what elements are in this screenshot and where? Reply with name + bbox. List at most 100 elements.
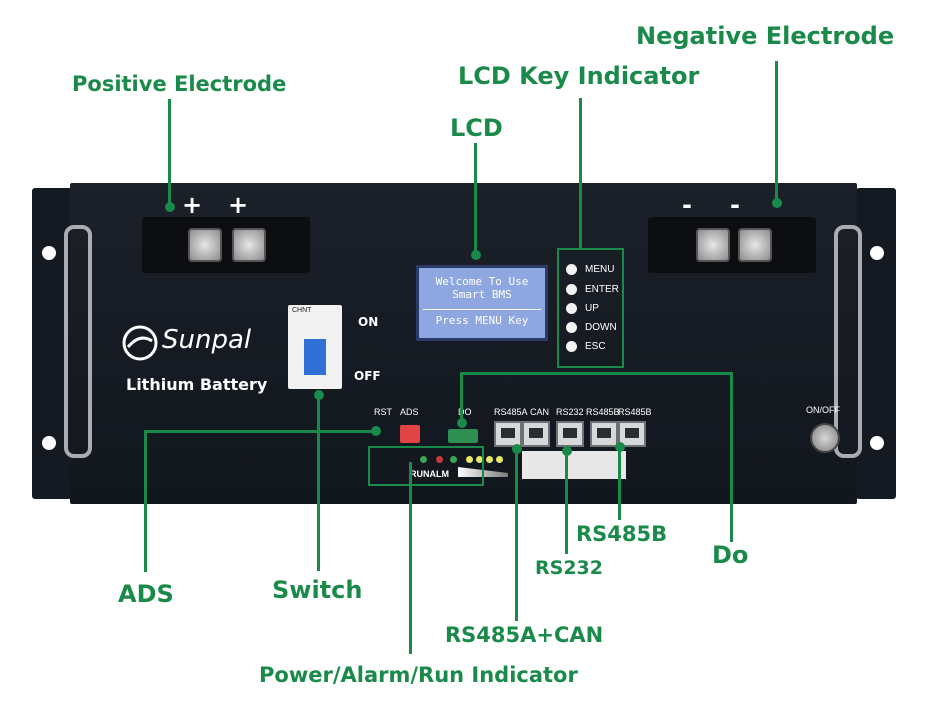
brand-subtitle: Lithium Battery [126, 375, 268, 394]
run-led [450, 456, 457, 463]
ads-dip-switch[interactable] [400, 425, 420, 443]
do-connector[interactable] [448, 429, 478, 443]
positive-electrode-label: Positive Electrode [72, 72, 287, 96]
key-menu[interactable]: MENU [566, 264, 614, 275]
positive-sign: + [182, 191, 203, 219]
down-key-button[interactable] [566, 322, 577, 333]
key-indicator-box [557, 248, 624, 368]
switch-off-label: OFF [354, 369, 381, 383]
lcd-screen: Welcome To Use Smart BMS Press MENU Key [416, 265, 548, 341]
do-label-callout: Do [712, 541, 749, 569]
ads-panel-label: ADS [400, 407, 419, 417]
rs232-callout-line [565, 451, 568, 554]
ads-label: ADS [118, 580, 174, 608]
rs485a-port[interactable] [494, 421, 522, 447]
key-enter[interactable]: ENTER [566, 284, 619, 295]
indicator-box [368, 446, 484, 486]
rs485a-callout-line [515, 449, 518, 621]
lcd-line-1: Welcome To Use [435, 275, 529, 288]
switch-on-label: ON [358, 315, 379, 329]
rs232-label-callout: RS232 [535, 557, 603, 579]
power-led [420, 456, 427, 463]
positive-sign: + [228, 191, 249, 219]
rack-hole [42, 436, 56, 450]
rack-hole [870, 436, 884, 450]
switch-label: Switch [272, 576, 363, 604]
key-menu-label: MENU [585, 264, 615, 275]
menu-key-button[interactable] [566, 264, 577, 275]
positive-callout-dot [165, 202, 175, 212]
key-esc[interactable]: ESC [566, 341, 606, 352]
power-alarm-run-label: Power/Alarm/Run Indicator [259, 663, 578, 687]
ads-callout-dot [371, 426, 381, 436]
battery-module: + + - - Sunpal Lithium Battery CHNT ON O… [32, 183, 896, 504]
negative-terminal-bolt [696, 228, 730, 262]
lcd-key-indicator-label: LCD Key Indicator [458, 62, 700, 90]
lcd-divider [423, 309, 541, 310]
alarm-led [436, 456, 443, 463]
negative-terminal-bolt [738, 228, 772, 262]
lcd-line-3: Press MENU Key [435, 314, 529, 327]
esc-key-button[interactable] [566, 341, 577, 352]
do-callout-line-v2 [730, 372, 733, 542]
right-rack-ear [856, 188, 896, 499]
breaker-switch[interactable]: CHNT [288, 305, 342, 389]
can-port[interactable] [522, 421, 550, 447]
up-key-button[interactable] [566, 303, 577, 314]
lcd-key-callout-line [579, 98, 582, 249]
soc-led [496, 456, 503, 463]
negative-sign: - [682, 191, 692, 219]
onoff-label: ON/OFF [806, 405, 840, 415]
can-label: CAN [530, 407, 550, 417]
ads-callout-line-h [144, 430, 374, 433]
indicator-callout-line [409, 462, 412, 654]
soc-led [466, 456, 473, 463]
positive-terminal-block [142, 217, 310, 273]
lcd-callout-dot [471, 250, 481, 260]
negative-sign: - [730, 191, 740, 219]
negative-electrode-label: Negative Electrode [636, 22, 895, 50]
rs485b-label-callout: RS485B [576, 522, 668, 546]
power-button[interactable] [810, 423, 840, 453]
positive-terminal-bolt [232, 228, 266, 262]
rs485b-port-1[interactable] [590, 421, 618, 447]
key-up[interactable]: UP [566, 303, 599, 314]
serial-sticker [522, 451, 626, 479]
breaker-brand: CHNT [292, 307, 312, 314]
key-down[interactable]: DOWN [566, 322, 617, 333]
rs232-port[interactable] [556, 421, 584, 447]
enter-key-button[interactable] [566, 284, 577, 295]
soc-led [476, 456, 483, 463]
key-up-label: UP [585, 303, 599, 314]
ads-callout-line-v [144, 430, 147, 572]
rs485b-port-2[interactable] [618, 421, 646, 447]
lcd-label: LCD [450, 114, 503, 142]
run-alm-label: RUNALM [410, 469, 449, 479]
breaker-toggle[interactable] [304, 339, 326, 375]
left-handle [64, 225, 92, 458]
key-esc-label: ESC [585, 341, 606, 352]
rs485b-callout-line [618, 447, 621, 520]
brand-name: Sunpal [162, 325, 252, 355]
rack-hole [870, 246, 884, 260]
do-callout-dot [457, 418, 467, 428]
rack-hole [42, 246, 56, 260]
front-panel: + + - - Sunpal Lithium Battery CHNT ON O… [64, 183, 862, 504]
switch-callout-line [317, 395, 320, 571]
do-callout-line-v1 [460, 372, 463, 422]
rs485a-label: RS485A [494, 407, 528, 417]
do-callout-line-h [460, 372, 733, 375]
rst-label: RST [374, 407, 392, 417]
negative-callout-dot [772, 198, 782, 208]
rs485b-label-2: RS485B [618, 407, 652, 417]
positive-callout-line [168, 99, 171, 207]
key-enter-label: ENTER [585, 284, 619, 295]
soc-led [486, 456, 493, 463]
lcd-line-2: Smart BMS [452, 288, 512, 301]
rs485b-label-1: RS485B [586, 407, 620, 417]
negative-terminal-block [648, 217, 816, 273]
right-handle [834, 225, 862, 458]
do-panel-label: DO [458, 407, 472, 417]
rs485a-can-label: RS485A+CAN [445, 623, 604, 647]
key-down-label: DOWN [585, 322, 617, 333]
